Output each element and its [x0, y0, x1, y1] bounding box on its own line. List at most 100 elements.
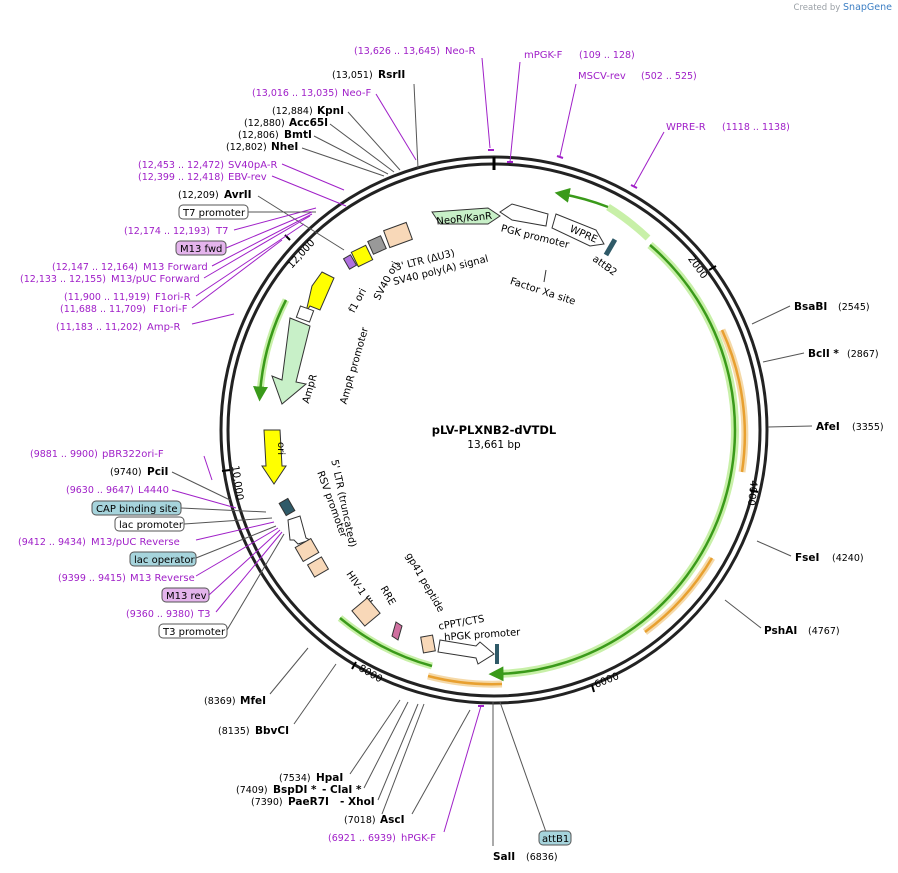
primer-name: Neo-R	[445, 46, 476, 57]
site-pos: (13,051)	[332, 70, 373, 81]
site-name: FseI	[795, 552, 819, 564]
hiv-psi-feature	[306, 556, 330, 578]
primer-pos: (12,147 .. 12,164)	[52, 262, 138, 273]
ampr-prom-label: AmpR promoter	[339, 325, 372, 405]
primer-name: hPGK-F	[401, 833, 436, 844]
site-leader	[257, 195, 345, 251]
site-pos: (2545)	[838, 302, 870, 313]
ori-feature	[261, 429, 287, 485]
lac-operator-box	[129, 551, 197, 567]
tick-label: 10,000	[229, 465, 245, 501]
primer-leader	[195, 223, 305, 297]
primer-leader	[195, 527, 279, 577]
primer-leader	[281, 163, 345, 191]
t3-promoter-box	[158, 623, 228, 639]
tick-mark	[351, 661, 357, 670]
primer-pos: (13,016 .. 13,035)	[252, 88, 338, 99]
primer-leader	[203, 215, 311, 279]
tick-mark	[749, 489, 759, 493]
cppt-feature	[420, 634, 436, 654]
primer-leader	[443, 705, 482, 833]
5ltr-feature	[294, 537, 320, 563]
site-leader	[756, 540, 792, 557]
site-leader	[724, 599, 762, 629]
site-name: Acc65I	[289, 117, 328, 129]
site-leader	[363, 701, 409, 789]
site-leader	[411, 709, 471, 815]
site-pos: (7018)	[344, 815, 376, 826]
watermark-prefix: Created by	[793, 3, 841, 13]
t7-promoter-label: T7 promoter	[182, 208, 246, 219]
top-site-group: (13,051) RsrII (12,884) KpnI (12,880) Ac…	[178, 69, 419, 251]
site-name: HpaI	[316, 772, 343, 784]
f1ori-label: f1 ori	[347, 287, 369, 315]
primer-pos: (11,688 .. 11,709)	[60, 304, 146, 315]
primer-leader	[633, 131, 665, 187]
site-name: NheI	[271, 141, 298, 153]
hpgk-promoter-feature	[437, 639, 495, 665]
right-site-group: BsaBI (2545) BclI * (2867) AfeI (3355) F…	[724, 301, 884, 637]
m13-fwd-leader	[225, 211, 313, 249]
primer-name: F1ori-F	[153, 304, 188, 315]
left-orf-glow	[337, 615, 433, 670]
sali-name: SalI	[493, 851, 515, 863]
site-leader	[293, 663, 337, 725]
tick-label: 12,000	[286, 238, 318, 271]
primer-leader	[271, 175, 347, 207]
ori-label: ori	[275, 442, 286, 455]
primer-leader	[195, 521, 275, 541]
primer-name: mPGK-F	[524, 50, 563, 61]
site-pos: (7390)	[251, 797, 283, 808]
primer-name: L4440	[138, 485, 169, 496]
attb2-marker	[603, 238, 618, 257]
factor-xa-leader	[543, 269, 547, 283]
site-leader	[377, 703, 419, 801]
site-pos: (12,209)	[178, 190, 219, 201]
primer-tick	[630, 184, 638, 189]
primer-name: WPRE-R	[666, 122, 706, 133]
sv40-ori-feature	[350, 244, 374, 268]
primer-name: M13 Forward	[143, 262, 208, 273]
site-leader	[413, 83, 419, 169]
site-name: BsaBI	[794, 301, 827, 313]
primer-pos: (11,183 .. 11,202)	[56, 322, 142, 333]
primer-leader	[559, 83, 577, 157]
primer-name: T7	[215, 226, 228, 237]
primer-name: T3	[197, 609, 210, 620]
ampr-feature	[271, 317, 311, 405]
tick-mark	[221, 469, 231, 472]
primer-leader	[171, 489, 237, 509]
site-name: PciI	[147, 466, 168, 478]
site-pos: (8369)	[204, 696, 236, 707]
site-pos: (7409)	[236, 785, 268, 796]
primer-pos: (502 .. 525)	[641, 71, 697, 82]
site-name: AfeI	[816, 421, 840, 433]
primer-leader	[191, 239, 283, 309]
primer-leader	[191, 313, 235, 325]
primer-name: pBR322ori-F	[102, 449, 164, 460]
site-leader	[329, 123, 395, 173]
site-name: BmtI	[284, 129, 312, 141]
primer-pos: (12,174 .. 12,193)	[124, 226, 210, 237]
left-item-group: (9881 .. 9900) pBR322ori-F (9740) PciI (…	[18, 449, 285, 639]
primer-name: M13 Reverse	[130, 573, 195, 584]
site-leader	[313, 135, 389, 175]
site-pos: (8135)	[218, 726, 250, 737]
ltr3-feature	[383, 221, 413, 249]
attb1-marker	[495, 644, 499, 664]
site-leader	[767, 425, 813, 428]
primer-leader	[203, 455, 213, 481]
neo-feature	[431, 207, 501, 225]
site-name: MfeI	[240, 695, 266, 707]
wpre-orf-glow	[606, 204, 651, 241]
primer-name: SV40pA-R	[228, 160, 277, 171]
m13-rev-label: M13 rev	[166, 591, 207, 602]
lac-promoter-leader	[183, 517, 273, 525]
attb2-label: attB2	[590, 254, 618, 279]
pgk-promoter-feature	[499, 203, 549, 227]
site-pos: (12,806)	[238, 130, 279, 141]
attb1-leader	[499, 701, 547, 833]
lac-promoter-label: lac promoter	[119, 520, 184, 531]
t3-promoter-leader	[226, 533, 285, 631]
site-name-2: - ClaI *	[322, 784, 362, 796]
